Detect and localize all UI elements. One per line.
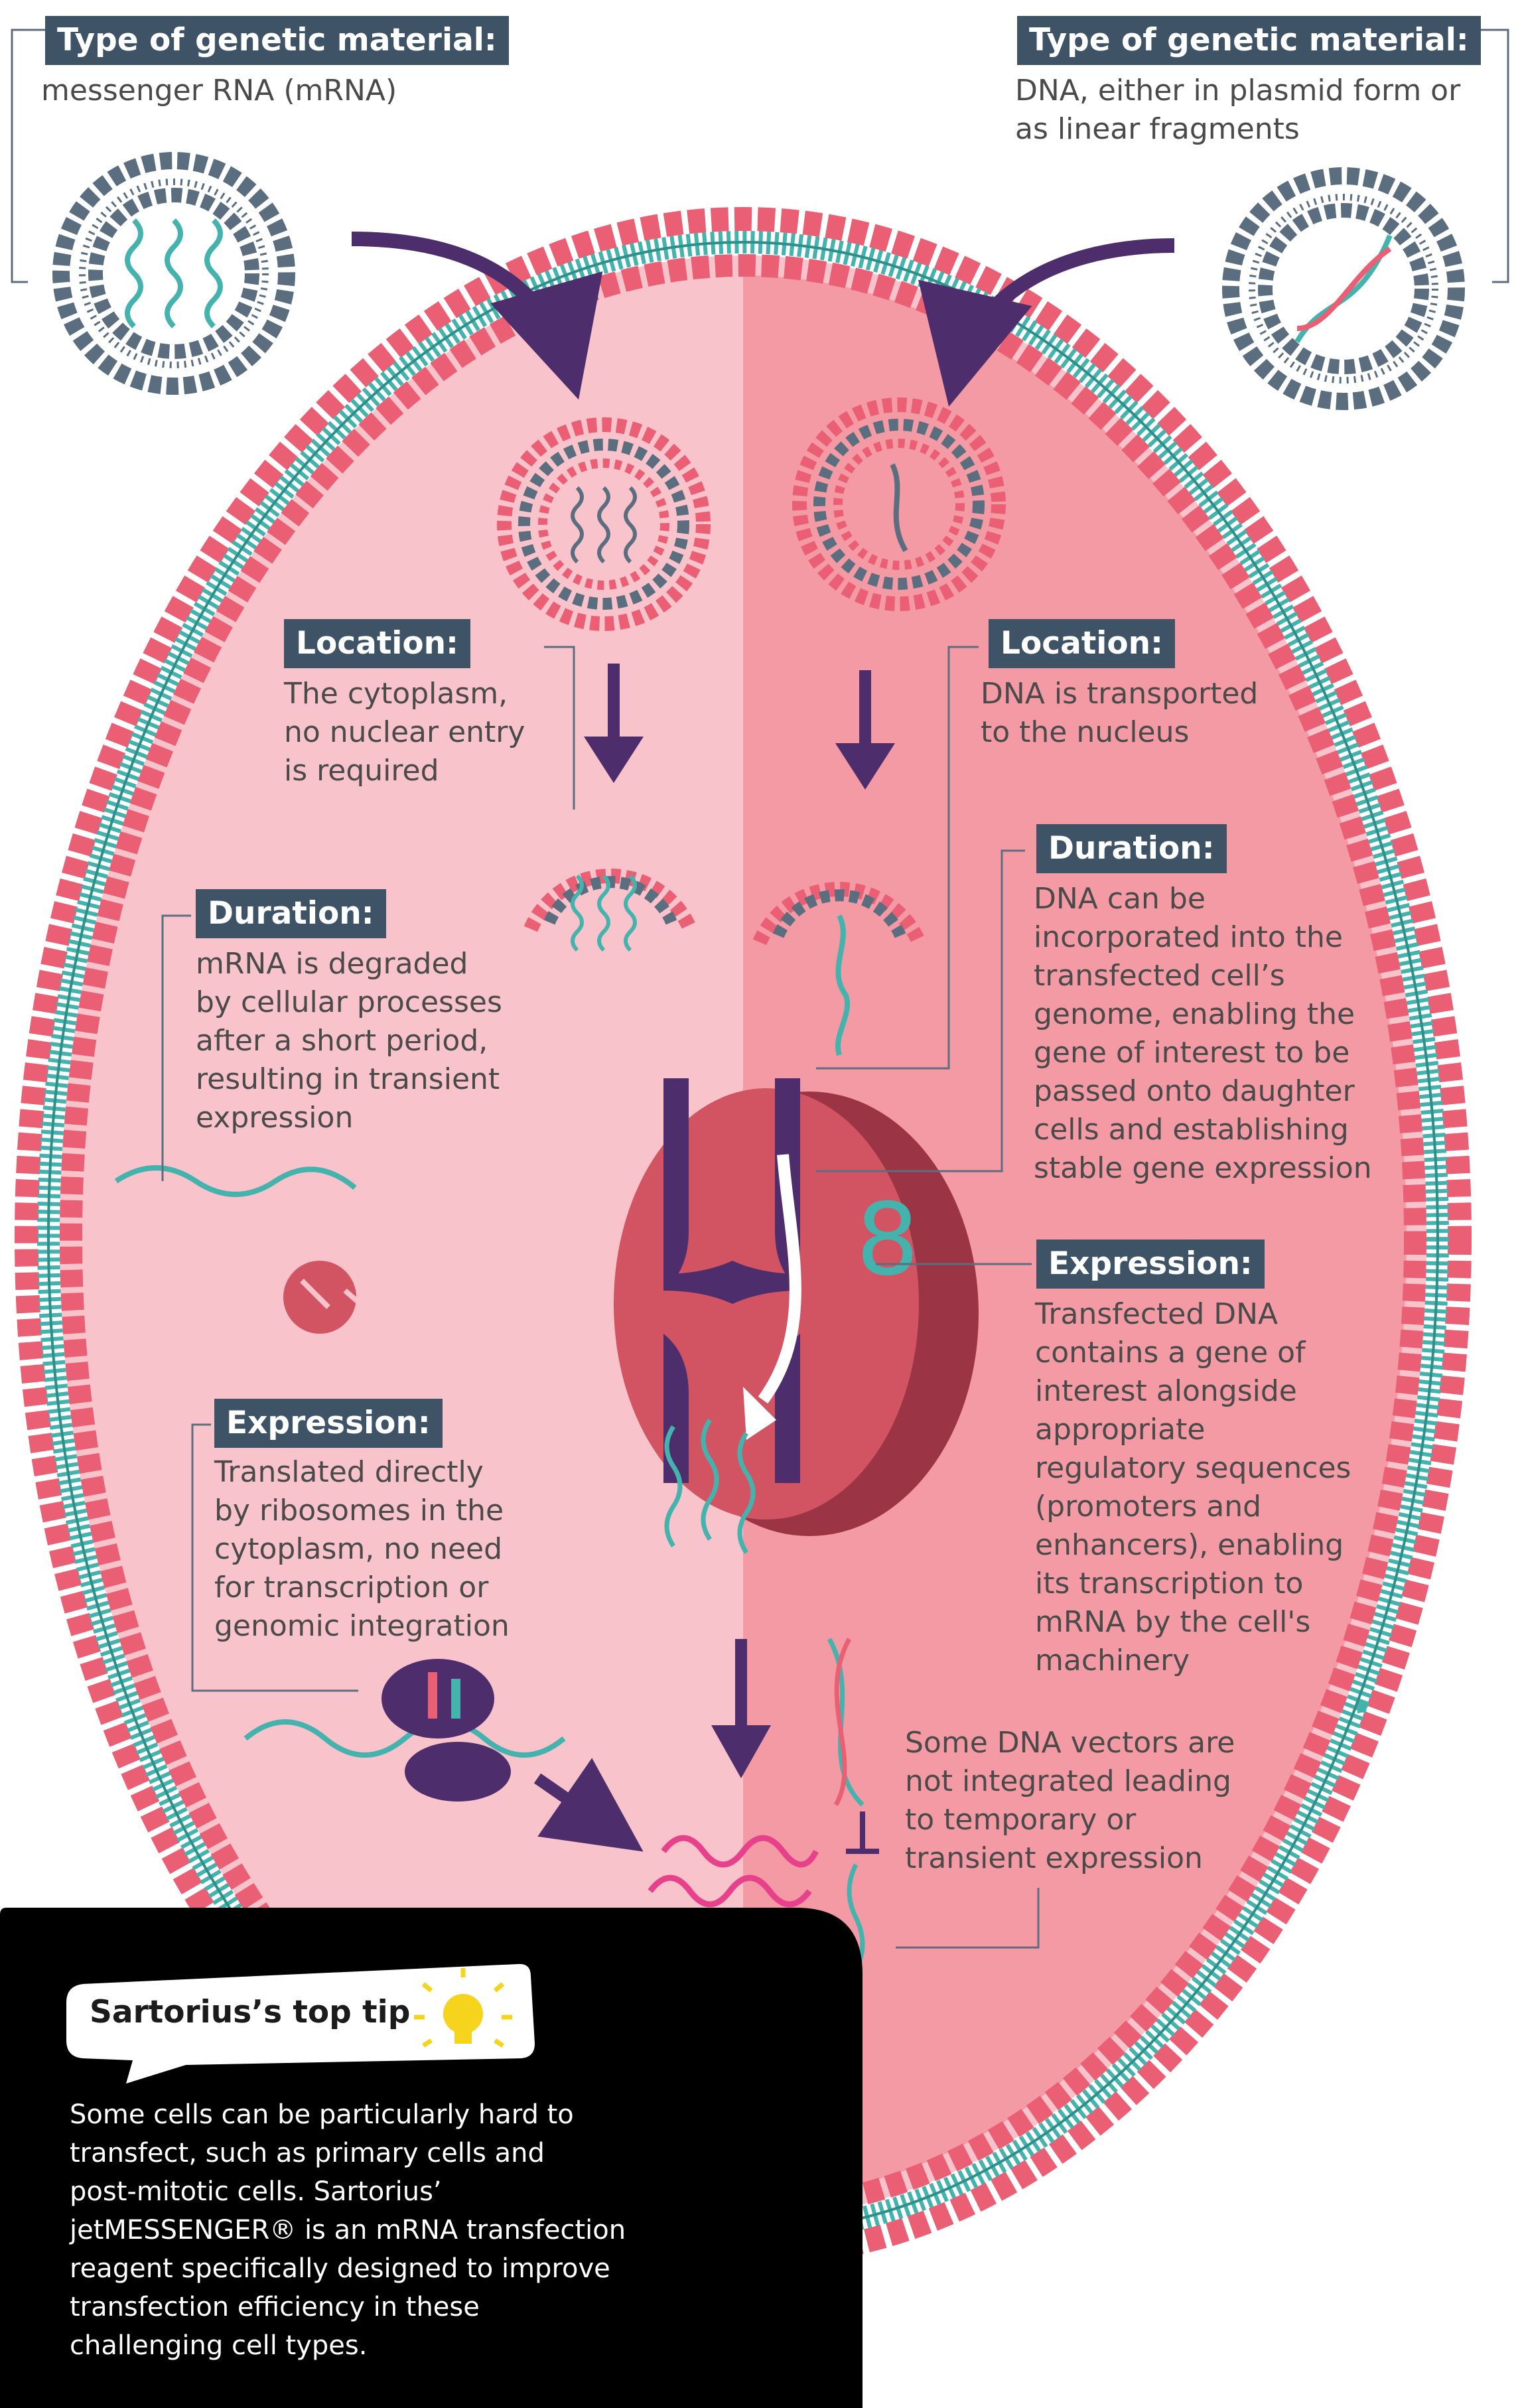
- text-line: interest alongside: [1035, 1372, 1351, 1411]
- text-line: DNA can be: [1034, 880, 1372, 918]
- location-text-right: DNA is transported to the nucleus: [981, 675, 1258, 752]
- duration-heading-right: Duration:: [1036, 824, 1227, 873]
- text-line: cytoplasm, no need: [214, 1530, 510, 1569]
- material-text-left: messenger RNA (mRNA): [41, 72, 397, 110]
- material-heading-left: Type of genetic material:: [45, 16, 509, 65]
- text-line: Transfected DNA: [1035, 1295, 1351, 1334]
- expression-text-left: Translated directly by ribosomes in the …: [214, 1453, 510, 1646]
- expression-heading-right: Expression:: [1036, 1239, 1265, 1289]
- text-line: to the nucleus: [981, 713, 1258, 752]
- text-line: (promoters and: [1035, 1488, 1351, 1526]
- text-line: messenger RNA (mRNA): [41, 72, 397, 110]
- text-line: gene of interest to be: [1034, 1034, 1372, 1072]
- text-line: Some cells can be particularly hard to: [70, 2095, 626, 2134]
- text-line: appropriate: [1035, 1411, 1351, 1449]
- text-line: transfection efficiency in these: [70, 2288, 626, 2326]
- text-line: after a short period,: [196, 1022, 502, 1060]
- text-line: passed onto daughter: [1034, 1072, 1372, 1111]
- text-line: contains a gene of: [1035, 1334, 1351, 1372]
- text-line: reagent specifically designed to improve: [70, 2249, 626, 2288]
- text-line: enhancers), enabling: [1035, 1526, 1351, 1565]
- text-line: transfected cell’s: [1034, 957, 1372, 995]
- text-line: its transcription to: [1035, 1565, 1351, 1603]
- duration-text-left: mRNA is degraded by cellular processes a…: [196, 945, 502, 1137]
- text-line: Some DNA vectors are: [905, 1724, 1235, 1762]
- location-heading-left: Location:: [284, 619, 470, 668]
- tip-text: Some cells can be particularly hard to t…: [70, 2095, 626, 2365]
- text-line: by cellular processes: [196, 983, 502, 1022]
- text-line: genomic integration: [214, 1607, 510, 1646]
- text-line: The cytoplasm,: [284, 675, 525, 713]
- text-line: no nuclear entry: [284, 713, 525, 752]
- location-heading-right: Location:: [989, 619, 1175, 668]
- dna-loop-icon: 8: [856, 1182, 919, 1298]
- text-line: DNA is transported: [981, 675, 1258, 713]
- text-line: transient expression: [905, 1839, 1235, 1878]
- material-heading-right: Type of genetic material:: [1017, 16, 1481, 65]
- text-line: genome, enabling the: [1034, 995, 1372, 1034]
- text-line: jetMESSENGER® is an mRNA transfection: [70, 2211, 626, 2249]
- text-line: cells and establishing: [1034, 1111, 1372, 1149]
- text-line: not integrated leading: [905, 1762, 1235, 1801]
- expression-text-right: Transfected DNA contains a gene of inter…: [1035, 1295, 1351, 1680]
- text-line: challenging cell types.: [70, 2326, 626, 2365]
- material-text-right: DNA, either in plasmid form or as linear…: [1015, 72, 1460, 149]
- text-line: incorporated into the: [1034, 918, 1372, 957]
- transient-note: Some DNA vectors are not integrated lead…: [905, 1724, 1235, 1878]
- text-line: as linear fragments: [1015, 110, 1460, 149]
- text-line: post-mitotic cells. Sartorius’: [70, 2172, 626, 2211]
- duration-text-right: DNA can be incorporated into the transfe…: [1034, 880, 1372, 1188]
- text-line: resulting in transient: [196, 1060, 502, 1099]
- text-line: for transcription or: [214, 1569, 510, 1607]
- lipid-nanoparticle-icon: [1224, 169, 1463, 408]
- text-line: by ribosomes in the: [214, 1492, 510, 1530]
- location-text-left: The cytoplasm, no nuclear entry is requi…: [284, 675, 525, 790]
- text-line: mRNA is degraded: [196, 945, 502, 983]
- text-line: transfect, such as primary cells and: [70, 2134, 626, 2172]
- text-line: Translated directly: [214, 1453, 510, 1492]
- text-line: mRNA by the cell's: [1035, 1603, 1351, 1642]
- text-line: expression: [196, 1099, 502, 1137]
- text-line: regulatory sequences: [1035, 1449, 1351, 1488]
- text-line: machinery: [1035, 1642, 1351, 1680]
- text-line: stable gene expression: [1034, 1149, 1372, 1188]
- tip-heading: Sartorius’s top tip: [90, 1994, 410, 2030]
- text-line: to temporary or: [905, 1801, 1235, 1839]
- expression-heading-left: Expression:: [214, 1399, 443, 1448]
- text-line: DNA, either in plasmid form or: [1015, 72, 1460, 110]
- lipid-nanoparticle-icon: [54, 154, 293, 393]
- duration-heading-left: Duration:: [196, 889, 386, 938]
- text-line: is required: [284, 752, 525, 790]
